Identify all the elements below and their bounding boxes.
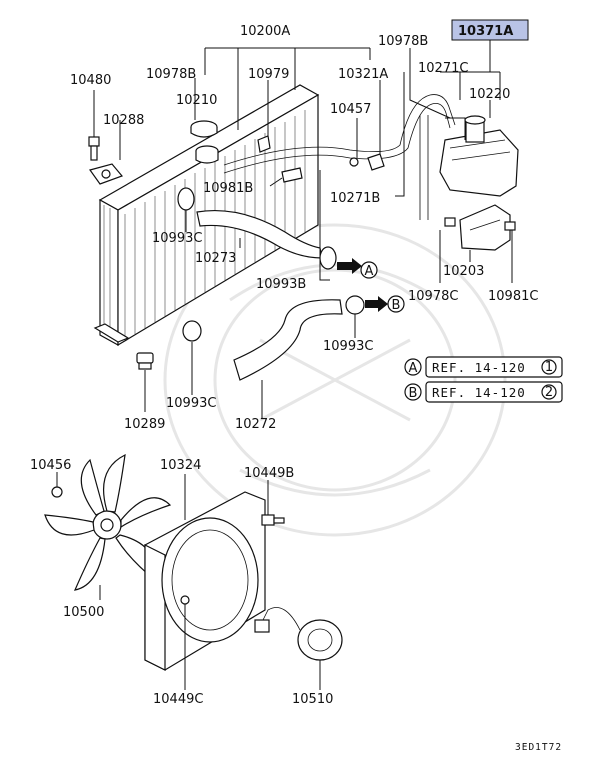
fan-motor <box>254 607 343 661</box>
radiator-bracket <box>89 163 124 185</box>
part-labels: 10200A 10371A 10480 10978B 10979 10321A … <box>30 24 538 707</box>
legend-marker-a: A <box>409 361 418 376</box>
clip-10979 <box>257 135 271 153</box>
hose-clamp <box>319 246 337 270</box>
legend-ref-a[interactable]: REF. 14-120 <box>432 360 526 375</box>
selected-part-highlight <box>451 19 529 41</box>
leader-lines <box>56 40 513 690</box>
bolt-10449C <box>180 595 190 605</box>
bolt-10981B <box>281 167 303 183</box>
bolt-10449B <box>261 514 285 526</box>
label-10510[interactable]: 10510 <box>292 692 333 707</box>
label-10324[interactable]: 10324 <box>160 458 201 473</box>
label-10449C[interactable]: 10449C <box>153 692 203 707</box>
label-10200A[interactable]: 10200A <box>240 24 290 39</box>
radiator-cap <box>190 120 218 138</box>
label-10289[interactable]: 10289 <box>124 417 165 432</box>
hose-clamp <box>182 320 202 342</box>
arrow-to-b: B <box>365 295 405 313</box>
label-10993B[interactable]: 10993B <box>256 277 306 292</box>
label-10271B[interactable]: 10271B <box>330 191 380 206</box>
label-10993C-c[interactable]: 10993C <box>166 396 216 411</box>
label-10981B[interactable]: 10981B <box>203 181 253 196</box>
legend-ref-b[interactable]: REF. 14-120 <box>432 385 526 400</box>
label-10456[interactable]: 10456 <box>30 458 71 473</box>
label-10993C-b[interactable]: 10993C <box>323 339 373 354</box>
nut-10456 <box>51 486 63 498</box>
legend-marker-b: B <box>409 386 418 401</box>
hose-clamp <box>345 295 365 315</box>
label-10210[interactable]: 10210 <box>176 93 217 108</box>
label-10979[interactable]: 10979 <box>248 67 289 82</box>
label-10978B-left[interactable]: 10978B <box>146 67 196 82</box>
filler-neck <box>195 145 219 164</box>
hose-clamp <box>177 187 195 211</box>
ref-marker-a: A <box>365 264 374 279</box>
overflow-hose <box>223 94 456 220</box>
label-10321A[interactable]: 10321A <box>338 67 388 82</box>
label-10457[interactable]: 10457 <box>330 102 371 117</box>
drain-plug <box>136 352 154 370</box>
label-10981C[interactable]: 10981C <box>488 289 538 304</box>
label-10220[interactable]: 10220 <box>469 87 510 102</box>
label-10978C[interactable]: 10978C <box>408 289 458 304</box>
label-10273[interactable]: 10273 <box>195 251 236 266</box>
diagram-code: 3ED1T72 <box>515 742 562 753</box>
label-10993C-a[interactable]: 10993C <box>152 231 202 246</box>
bolt-icon <box>88 136 100 161</box>
label-10500[interactable]: 10500 <box>63 605 104 620</box>
tank-bracket <box>444 204 516 251</box>
label-10978B-top[interactable]: 10978B <box>378 34 428 49</box>
label-10449B[interactable]: 10449B <box>244 466 294 481</box>
arrow-to-a: A <box>337 258 378 279</box>
legend-ref-b-num: 2 <box>545 385 553 400</box>
ref-marker-b: B <box>392 298 401 313</box>
label-10371A[interactable]: 10371A <box>458 24 513 39</box>
reference-legend: A REF. 14-120 1 B REF. 14-120 2 <box>404 356 563 403</box>
watermark-emblem <box>163 223 507 537</box>
label-10480[interactable]: 10480 <box>70 73 111 88</box>
label-10272[interactable]: 10272 <box>235 417 276 432</box>
label-10271C[interactable]: 10271C <box>418 61 468 76</box>
clip-10457 <box>349 153 385 171</box>
fan-shroud <box>144 491 266 671</box>
legend-ref-a-num: 1 <box>545 360 553 375</box>
cooling-fan <box>44 453 172 591</box>
lower-hose <box>233 299 343 381</box>
label-10203[interactable]: 10203 <box>443 264 484 279</box>
label-10288[interactable]: 10288 <box>103 113 144 128</box>
reserve-tank <box>439 115 519 197</box>
